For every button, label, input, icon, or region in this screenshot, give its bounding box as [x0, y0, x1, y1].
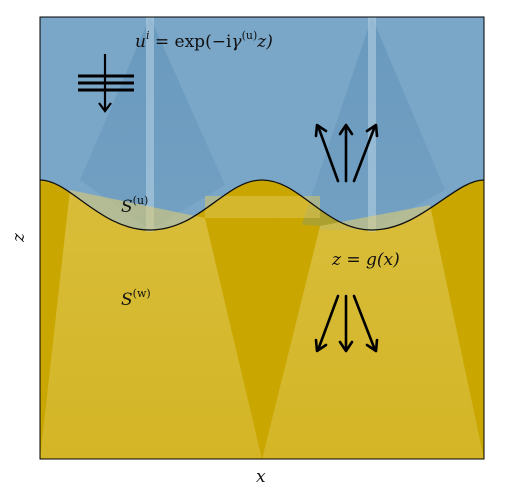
incident-field-equation: ui = exp(−iγ(u)z) [135, 29, 273, 52]
z-axis-label: z [9, 232, 29, 243]
lower-bridge-band [205, 196, 320, 218]
x-axis-label: x [256, 467, 266, 487]
interface-equation: z = g(x) [331, 250, 400, 270]
interface-curve [40, 179, 484, 231]
upper-surface-label: S(u) [121, 194, 148, 217]
upper-beam-streak-left [146, 17, 154, 232]
reflected-arrows-up-icon [314, 123, 379, 183]
transmitted-arrows-down-icon [314, 294, 379, 353]
lower-beam-right [262, 205, 484, 459]
upper-beam-streak-right [368, 17, 376, 232]
plot-frame [39, 16, 485, 460]
lower-beam-center [205, 218, 320, 459]
lower-beam-left [40, 190, 262, 459]
plane-wave-down-arrow-icon [78, 54, 134, 113]
lower-surface-label: S(w) [121, 287, 151, 310]
